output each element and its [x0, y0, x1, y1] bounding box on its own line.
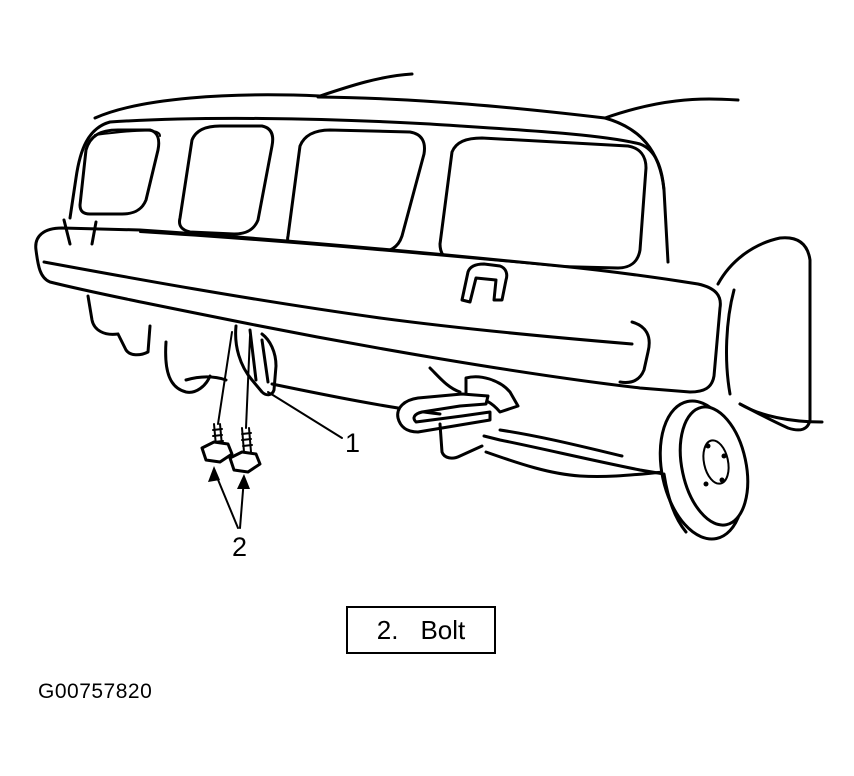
leader-line-1 — [267, 391, 343, 439]
lower-fascia — [86, 294, 228, 394]
grille-opening-4 — [438, 136, 648, 270]
legend-label: Bolt — [420, 614, 466, 645]
underbody-frame — [270, 366, 520, 416]
leader-line-2 — [208, 466, 250, 529]
hood-latch — [460, 262, 509, 304]
bolt-left — [200, 423, 234, 464]
tow-loop — [396, 392, 492, 434]
right-fender — [716, 236, 824, 432]
wheel-hub — [658, 399, 750, 541]
hood-outline — [93, 72, 740, 192]
front-bumper — [34, 218, 722, 394]
bolt-right — [228, 427, 262, 474]
figure-id: G00757820 — [38, 680, 153, 703]
grille-opening-3 — [286, 128, 426, 254]
frame-rail — [438, 422, 666, 479]
callout-1: 1 — [345, 428, 361, 458]
install-guide-lines — [217, 331, 251, 429]
grille-opening-1 — [78, 128, 161, 216]
tow-bracket — [234, 324, 278, 397]
legend-box: 2. Bolt — [346, 606, 496, 654]
grille-opening-2 — [178, 124, 275, 236]
legend-number: 2. — [376, 614, 399, 645]
callout-2: 2 — [232, 532, 248, 562]
